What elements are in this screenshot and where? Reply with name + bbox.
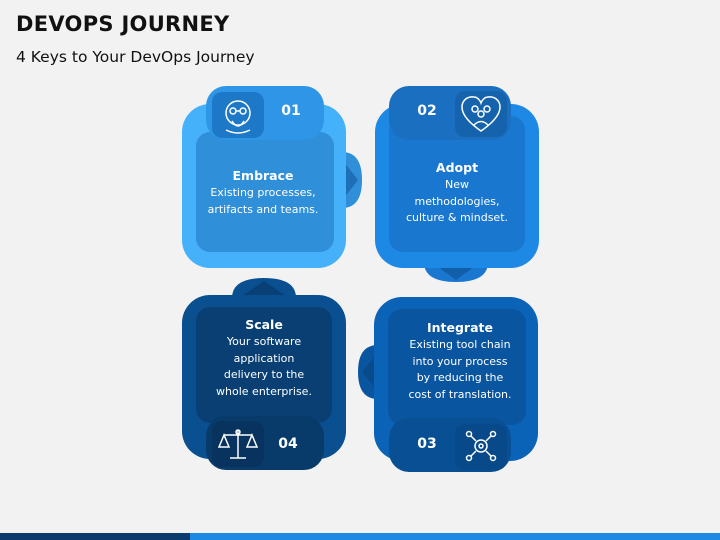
connector-arrow-left-tip xyxy=(362,355,376,389)
page-subtitle: 4 Keys to Your DevOps Journey xyxy=(16,48,255,66)
step-caption-scale: Scale Your software application delivery… xyxy=(194,317,334,400)
step-adopt-inner xyxy=(389,116,525,252)
step-caption-adopt: Adopt New methodologies, culture & minds… xyxy=(387,160,527,227)
step-number-embrace: 01 xyxy=(281,103,301,119)
network-gears-icon xyxy=(465,430,497,462)
step-text-integrate-line-1: Existing tool chain xyxy=(409,338,511,351)
step-text-scale-line-1: Your software xyxy=(226,335,302,348)
step-embrace xyxy=(182,86,346,268)
step-scale-inner xyxy=(196,307,332,423)
step-integrate xyxy=(374,297,538,472)
person-with-glasses-icon xyxy=(225,100,251,134)
footer-bar-light xyxy=(190,533,720,540)
step-text-scale-line-4: whole enterprise. xyxy=(216,384,312,398)
page-title: DEVOPS JOURNEY xyxy=(16,12,230,36)
step-scale xyxy=(182,295,346,470)
balance-scale-icon xyxy=(217,429,259,459)
step-text-integrate-line-3: by reducing the xyxy=(416,371,504,384)
step-adopt-icon-box xyxy=(455,91,507,137)
step-text-scale-line-3: delivery to the xyxy=(223,368,305,381)
step-caption-embrace: Embrace Existing processes, artifacts an… xyxy=(193,168,333,218)
step-embrace-icon-box xyxy=(212,92,264,138)
step-text-adopt-line-1: New xyxy=(445,178,469,191)
connector-arrow-up-tip xyxy=(242,281,286,296)
step-integrate-icon-box xyxy=(455,424,507,470)
step-caption-integrate: Integrate Existing tool chain into your … xyxy=(390,320,530,403)
footer-bar-dark xyxy=(0,533,190,540)
step-heading-integrate: Integrate xyxy=(426,320,493,335)
step-integrate-inner xyxy=(388,309,526,425)
step-heading-scale: Scale xyxy=(245,317,283,332)
connector-arrow-right-tip xyxy=(344,162,358,198)
step-heading-adopt: Adopt xyxy=(435,160,479,175)
heart-people-icon xyxy=(461,96,501,132)
step-text-adopt-line-2: methodologies, xyxy=(414,194,500,208)
step-text-scale-line-2: application xyxy=(233,351,295,365)
step-text-adopt-line-3: culture & mindset. xyxy=(405,211,508,224)
step-text-integrate-line-2: into your process xyxy=(412,354,508,368)
step-heading-embrace: Embrace xyxy=(232,168,294,183)
step-number-integrate: 03 xyxy=(417,436,437,452)
step-text-integrate-line-4: cost of translation. xyxy=(408,387,512,401)
footer-bar xyxy=(0,533,720,540)
step-number-adopt: 02 xyxy=(417,103,437,119)
step-adopt xyxy=(375,86,539,268)
step-text-embrace-line-1: Existing processes, xyxy=(210,186,316,199)
step-embrace-inner xyxy=(196,132,334,252)
step-text-embrace-line-2: artifacts and teams. xyxy=(207,202,319,216)
step-number-scale: 04 xyxy=(278,436,298,452)
